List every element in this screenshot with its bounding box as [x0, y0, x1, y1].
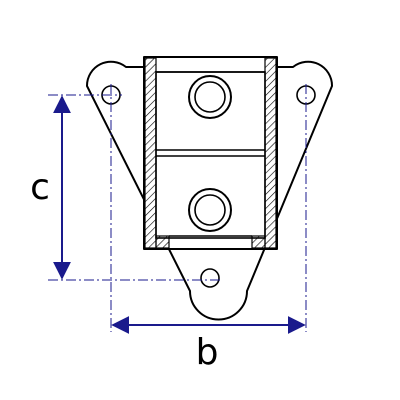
socket-bottom-hatch-left: [155, 235, 170, 249]
socket-bottom-hatch-right: [251, 235, 266, 249]
socket-wall-right-hatch: [264, 57, 277, 249]
socket-wall-left-hatch: [144, 57, 157, 249]
grub-screw-top-inner: [194, 81, 226, 113]
mounting-hole-bottom: [200, 268, 220, 288]
grub-screw-bottom-inner: [194, 194, 226, 226]
dimension-label-b: b: [196, 332, 219, 373]
dimension-label-c: c: [30, 167, 50, 208]
